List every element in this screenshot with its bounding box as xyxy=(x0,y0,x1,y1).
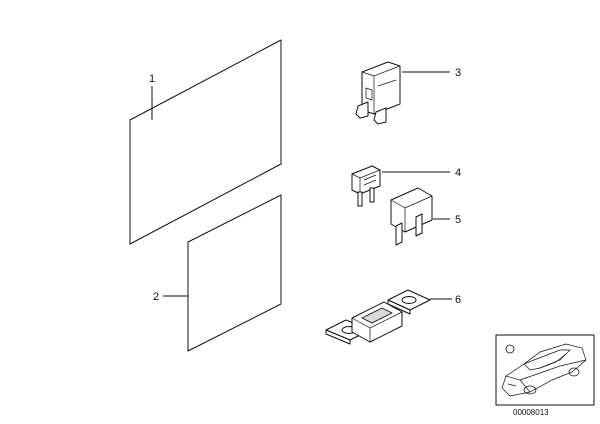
marker-circle-icon xyxy=(505,344,515,354)
part-5-maxi-fuse[interactable] xyxy=(390,187,450,246)
part-2-fuse-chart-sheet[interactable] xyxy=(163,194,282,352)
part-6-strip-fuse[interactable] xyxy=(325,289,452,345)
callout-4: 4 xyxy=(455,167,461,179)
callout-1: 1 xyxy=(149,73,155,85)
callout-2: 2 xyxy=(153,291,159,303)
car-icon xyxy=(501,343,587,397)
part-1-fuse-chart-card[interactable] xyxy=(129,39,282,245)
vehicle-locator-inset xyxy=(495,334,595,406)
part-3-fuse-puller[interactable] xyxy=(355,61,450,125)
part-4-mini-blade-fuse[interactable] xyxy=(351,165,450,207)
catalog-number: 00008013 xyxy=(513,408,549,417)
callout-6: 6 xyxy=(455,294,461,306)
callout-3: 3 xyxy=(455,67,461,79)
callout-5: 5 xyxy=(455,214,461,226)
